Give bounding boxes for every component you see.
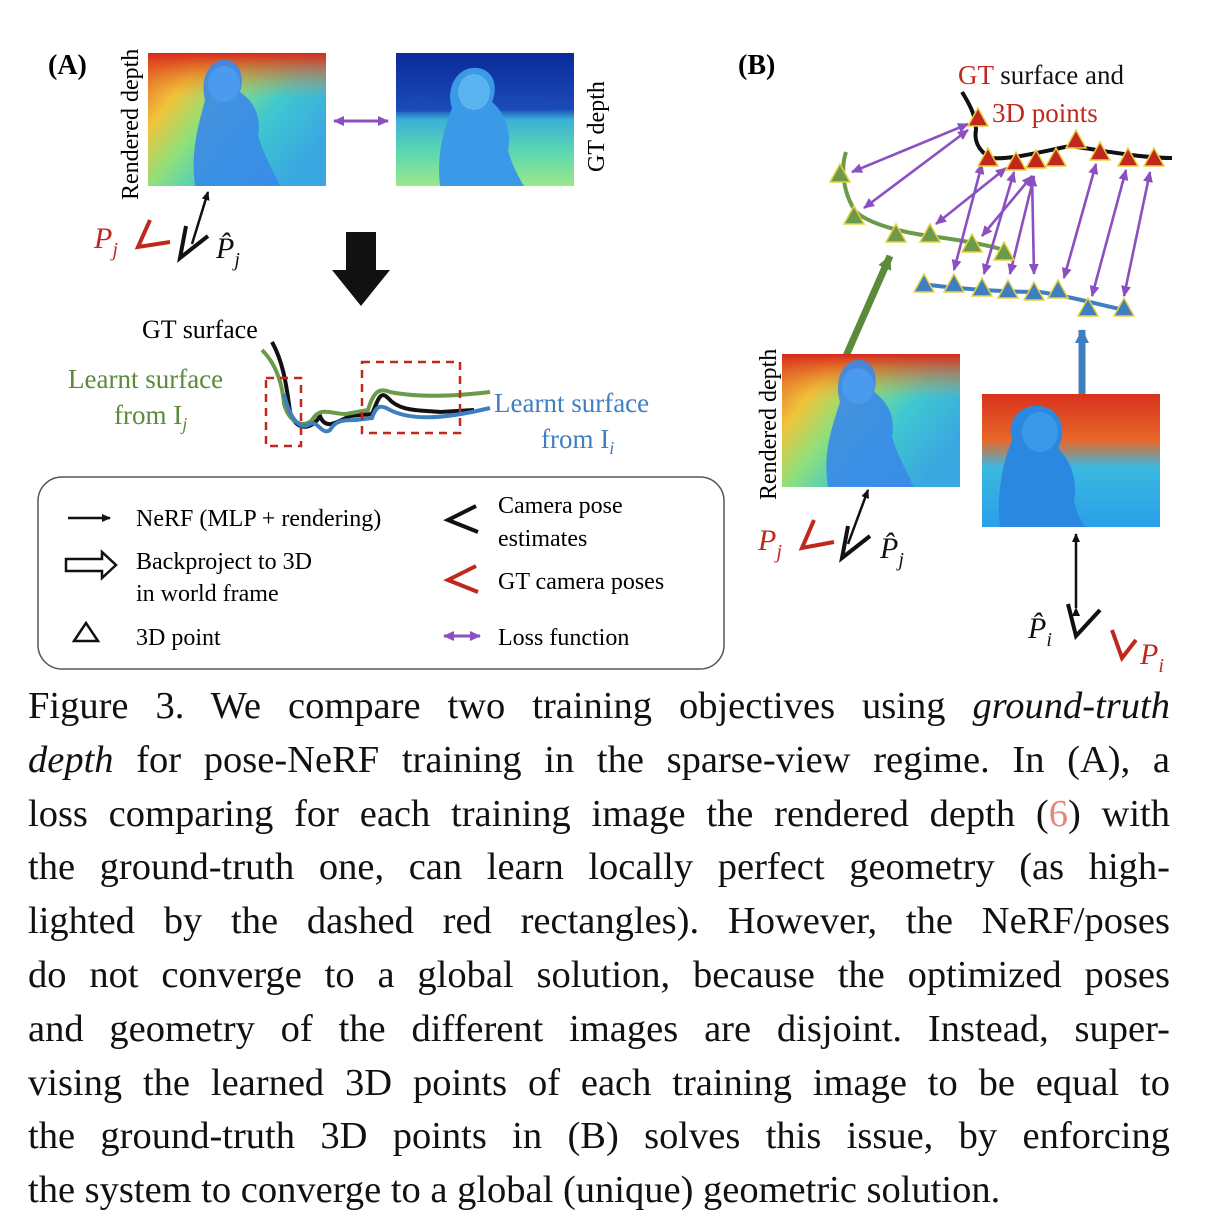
learnt-surface-i-label: Learnt surface from Ii	[494, 388, 656, 458]
pose-gt-label-b-i: Pi	[1139, 638, 1164, 677]
caption-line: lighted by the dashed red rectangles). H…	[28, 900, 1170, 943]
caption-line: the system to converge to a global (uniq…	[28, 1169, 1001, 1212]
caption-line: vising the learned 3D points of each tra…	[28, 1061, 1170, 1104]
legend-backproject-arrow-icon	[64, 549, 118, 581]
panel-a-label: (A)	[48, 50, 87, 81]
pose-est-label-b-i: P̂i	[1027, 612, 1052, 651]
gt-surface-label-a: GT surface	[142, 315, 258, 344]
down-arrow	[332, 232, 390, 306]
legend-nerf-text: NeRF (MLP + rendering)	[136, 506, 381, 532]
gt-camera-icon-a	[134, 219, 171, 250]
gt-depth-image-a	[396, 53, 574, 186]
rendered-depth-image-b-j	[782, 354, 960, 487]
learnt-3d-points-j	[828, 162, 1016, 261]
caption-line: the ground-truth one, can learn locally …	[28, 846, 1170, 889]
legend-cam-est-text: Camera pose estimates	[498, 493, 629, 552]
gt-3d-points	[966, 106, 1166, 171]
legend-box	[37, 476, 725, 670]
legend-triangle-icon	[71, 620, 101, 643]
learnt-3d-points-i	[912, 272, 1136, 317]
learnt-surface-i-curve	[282, 393, 491, 434]
est-camera-icon-b-i	[1066, 603, 1102, 641]
est-camera-icon-b-j	[839, 525, 872, 563]
nerf-arrow-b-j	[846, 489, 870, 545]
est-camera-icon-a	[177, 225, 210, 263]
pose-gt-label-b-j: Pj	[757, 524, 782, 563]
caption-line: and geometry of the different images are…	[28, 1007, 1170, 1050]
pose-gt-label-a: Pj	[93, 222, 118, 261]
legend-cam-gt-text: GT camera poses	[498, 569, 664, 595]
learnt-surface-j-curve	[260, 348, 491, 426]
figure-caption: Figure 3. We compare two training object…	[28, 680, 1170, 1218]
panel-b-label: (B)	[738, 50, 775, 81]
dashed-rect-left	[264, 376, 303, 448]
gt-camera-icon-b-i	[1110, 629, 1138, 663]
caption-line: the ground-truth 3D points in (B) solves…	[28, 1115, 1170, 1158]
legend-cam-est-icon	[443, 504, 479, 534]
dashed-rect-right	[360, 360, 462, 435]
legend-cam-gt-icon	[443, 564, 479, 594]
backproject-arrow-j	[842, 254, 894, 358]
rendered-depth-image-b-i	[982, 394, 1160, 527]
caption-line: depth for pose-NeRF training in the spar…	[28, 738, 1170, 781]
gt-camera-icon-b-j	[798, 519, 835, 551]
pose-est-label-b-j: P̂j	[879, 532, 904, 571]
rendered-depth-label-b: Rendered depth	[756, 349, 782, 500]
legend-point-text: 3D point	[136, 625, 221, 651]
equation-ref-link[interactable]: 6	[1048, 792, 1068, 835]
gt-surface-label-b: GT surface and 3D points	[958, 60, 1131, 128]
figure: (A) Rendered depth GT depth Pj P̂j GT su…	[37, 49, 1173, 677]
legend-backproject-text: Backproject to 3D in world frame	[136, 549, 318, 607]
caption-line: Figure 3. We compare two training object…	[28, 685, 1170, 727]
gt-depth-label-a: GT depth	[584, 81, 610, 172]
pose-est-label-a: P̂j	[215, 232, 240, 271]
caption-line: loss comparing for each training image t…	[28, 792, 1170, 835]
rendered-depth-image-a	[148, 53, 326, 186]
rendered-depth-label-a: Rendered depth	[118, 49, 144, 200]
nerf-arrow-a	[190, 191, 210, 245]
learnt-surface-j-label: Learnt surface from Ij	[68, 364, 230, 434]
legend-loss-text: Loss function	[498, 625, 629, 651]
caption-line: do not converge to a global solution, be…	[28, 953, 1170, 996]
loss-arrows-b	[851, 122, 1153, 297]
